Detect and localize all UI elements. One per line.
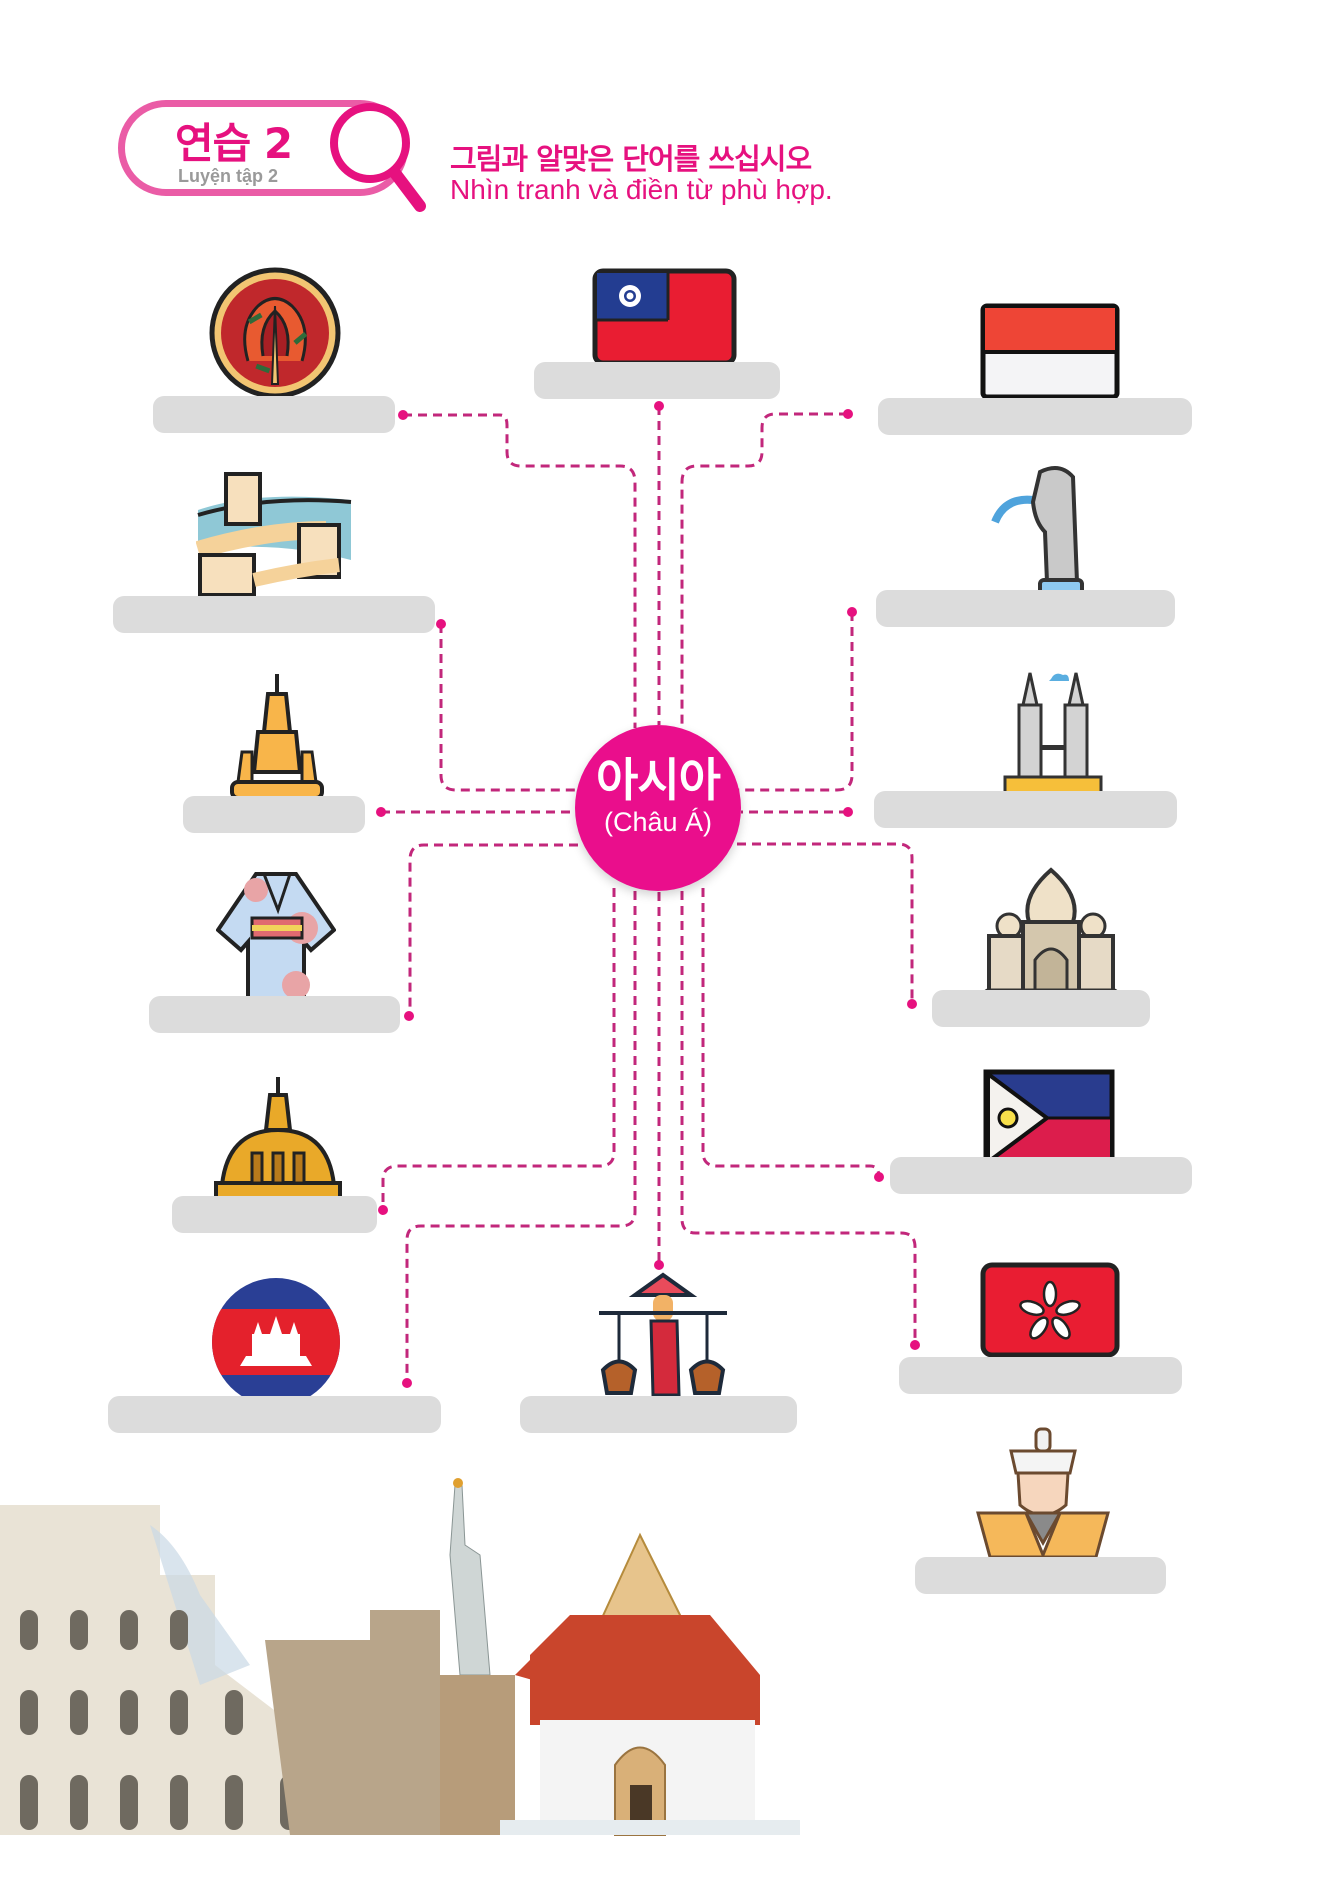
cambodia-flag-icon [212, 1278, 340, 1406]
answer-box-vendor[interactable] [520, 1396, 797, 1433]
answer-box-petronas[interactable] [874, 791, 1177, 828]
merlion-icon [991, 466, 1084, 597]
indonesia-flag-icon [980, 303, 1120, 400]
answer-box-thai-pagoda[interactable] [183, 796, 365, 833]
petronas-towers-icon [1003, 672, 1103, 800]
kimchi-icon [209, 267, 341, 399]
answer-box-indonesia[interactable] [878, 398, 1192, 435]
exercise-subtitle: Luyện tập 2 [178, 166, 279, 186]
answer-box-golden-stupa[interactable] [172, 1196, 377, 1233]
answer-box-taj-mahal[interactable] [932, 990, 1150, 1027]
answer-box-hongkong[interactable] [899, 1357, 1182, 1394]
answer-box-costume[interactable] [915, 1557, 1166, 1594]
philippines-flag-icon [983, 1069, 1115, 1167]
answer-box-taiwan[interactable] [534, 362, 780, 399]
answer-box-merlion[interactable] [876, 590, 1175, 627]
magnifier-icon [330, 103, 426, 212]
kimono-icon [216, 872, 336, 1004]
hongkong-flag-icon [980, 1262, 1120, 1358]
exercise-title: 연습 2 [175, 119, 293, 168]
golden-stupa-icon [214, 1077, 342, 1205]
thai-pagoda-icon [230, 674, 324, 800]
taiwan-flag-icon [592, 268, 737, 366]
traditional-costume-icon [976, 1427, 1110, 1559]
center-topic-asia: 아시아 (Châu Á) [575, 725, 741, 891]
answer-box-cambodia[interactable] [108, 1396, 441, 1433]
answer-box-great-wall[interactable] [113, 596, 435, 633]
answer-box-kimchi[interactable] [153, 396, 395, 433]
answer-box-kimono[interactable] [149, 996, 400, 1033]
instruction-korean: 그림과 알맞은 단어를 쓰십시오 [450, 142, 812, 176]
world-landmarks-illustration [0, 1478, 800, 1836]
taj-mahal-icon [983, 867, 1119, 1001]
street-vendor-icon [599, 1272, 727, 1397]
center-label-vietnamese: (Châu Á) [603, 807, 713, 837]
great-wall-icon [196, 472, 352, 597]
center-label-korean: 아시아 [596, 753, 721, 807]
instruction-vietnamese: Nhìn tranh và điền từ phù hợp. [450, 174, 833, 205]
answer-box-philippines[interactable] [890, 1157, 1192, 1194]
